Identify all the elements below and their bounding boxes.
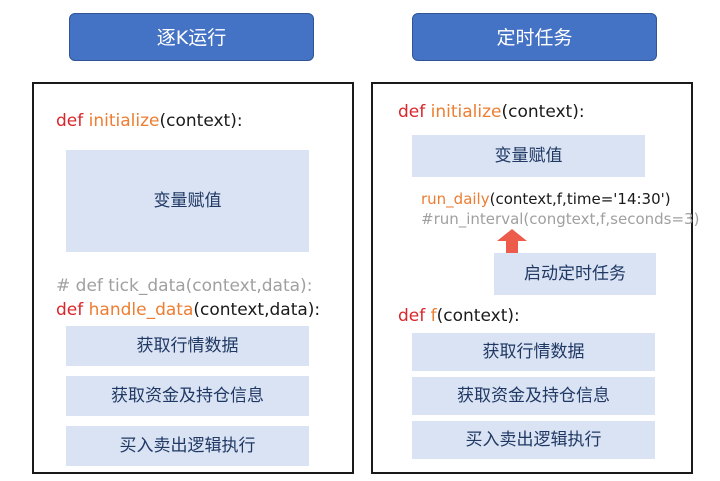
function-args: (context,data): [193, 300, 321, 320]
up-arrow-icon [497, 229, 527, 255]
function-args: (context): [159, 111, 243, 131]
function-name: initialize [430, 102, 502, 122]
code-run-daily: run_daily(context,f,time='14:30') [421, 190, 671, 208]
keyword-def: def [56, 111, 84, 131]
function-name: f [430, 306, 437, 326]
code-handle-data-def: def handle_data(context,data): [56, 300, 320, 320]
function-args: (context): [501, 102, 585, 122]
block-get-funds-positions: 获取资金及持仓信息 [66, 376, 309, 416]
block-get-market-data: 获取行情数据 [412, 333, 655, 371]
panel-scheduled-task: def initialize(context): 变量赋值 run_daily(… [371, 82, 699, 474]
keyword-def: def [398, 306, 426, 326]
block-get-funds-positions: 获取资金及持仓信息 [412, 377, 655, 415]
keyword-def: def [56, 300, 84, 320]
block-variable-assignment: 变量赋值 [412, 135, 645, 177]
code-f-def: def f(context): [398, 306, 520, 326]
block-trade-logic: 买入卖出逻辑执行 [66, 426, 309, 466]
function-name: run_daily [421, 190, 490, 208]
function-args: (context): [436, 306, 520, 326]
code-initialize-def: def initialize(context): [398, 102, 585, 122]
panel-tick-run: def initialize(context): 变量赋值 # def tick… [32, 82, 354, 474]
function-name: handle_data [88, 300, 194, 320]
keyword-def: def [398, 102, 426, 122]
function-name: initialize [88, 111, 160, 131]
block-variable-assignment: 变量赋值 [66, 150, 309, 252]
function-args: (context,f,time='14:30') [489, 190, 671, 208]
block-get-market-data: 获取行情数据 [66, 326, 309, 366]
header-scheduled-task: 定时任务 [412, 13, 657, 61]
code-comment-run-interval: #run_interval(congtext,f,seconds=3) [421, 210, 700, 228]
code-initialize-def: def initialize(context): [56, 111, 243, 131]
block-trade-logic: 买入卖出逻辑执行 [412, 421, 655, 459]
header-tick-run: 逐K运行 [69, 13, 314, 61]
block-start-scheduled-task: 启动定时任务 [494, 253, 656, 295]
code-comment-tick-data: # def tick_data(context,data): [56, 276, 313, 296]
